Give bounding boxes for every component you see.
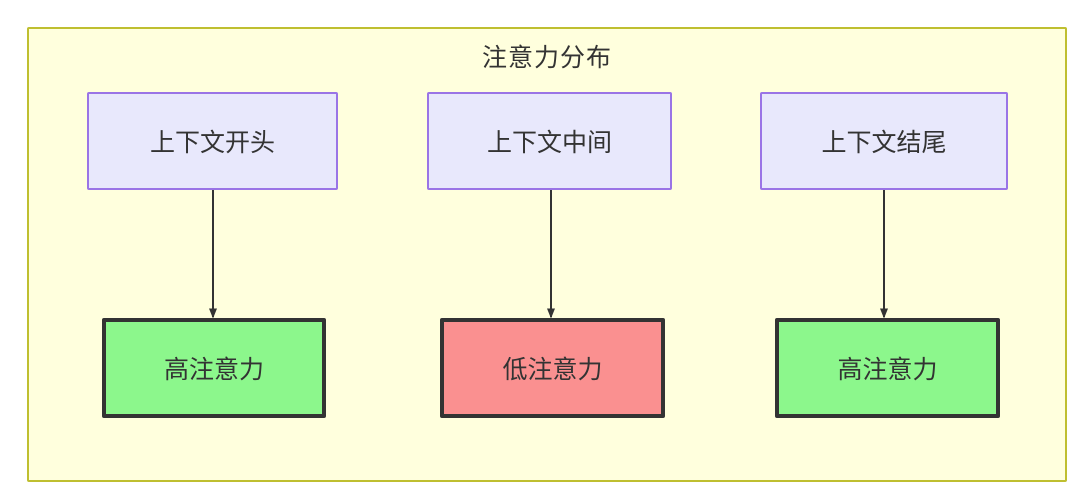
node-context-start[interactable]: 上下文开头 [87, 92, 338, 190]
node-context-end-label: 上下文结尾 [821, 129, 947, 157]
node-high-attention-end[interactable]: 高注意力 [775, 318, 1000, 418]
subgraph-title: 注意力分布 [481, 44, 612, 72]
node-high-attention-end-label: 高注意力 [837, 356, 938, 384]
node-low-attention-middle[interactable]: 低注意力 [440, 318, 665, 418]
node-context-end[interactable]: 上下文结尾 [760, 92, 1008, 190]
node-context-middle-label: 上下文中间 [486, 129, 612, 157]
node-high-attention-start[interactable]: 高注意力 [102, 318, 326, 418]
node-context-start-label: 上下文开头 [149, 129, 275, 157]
node-low-attention-middle-label: 低注意力 [502, 356, 603, 384]
node-high-attention-start-label: 高注意力 [163, 356, 264, 384]
node-context-middle[interactable]: 上下文中间 [427, 92, 672, 190]
